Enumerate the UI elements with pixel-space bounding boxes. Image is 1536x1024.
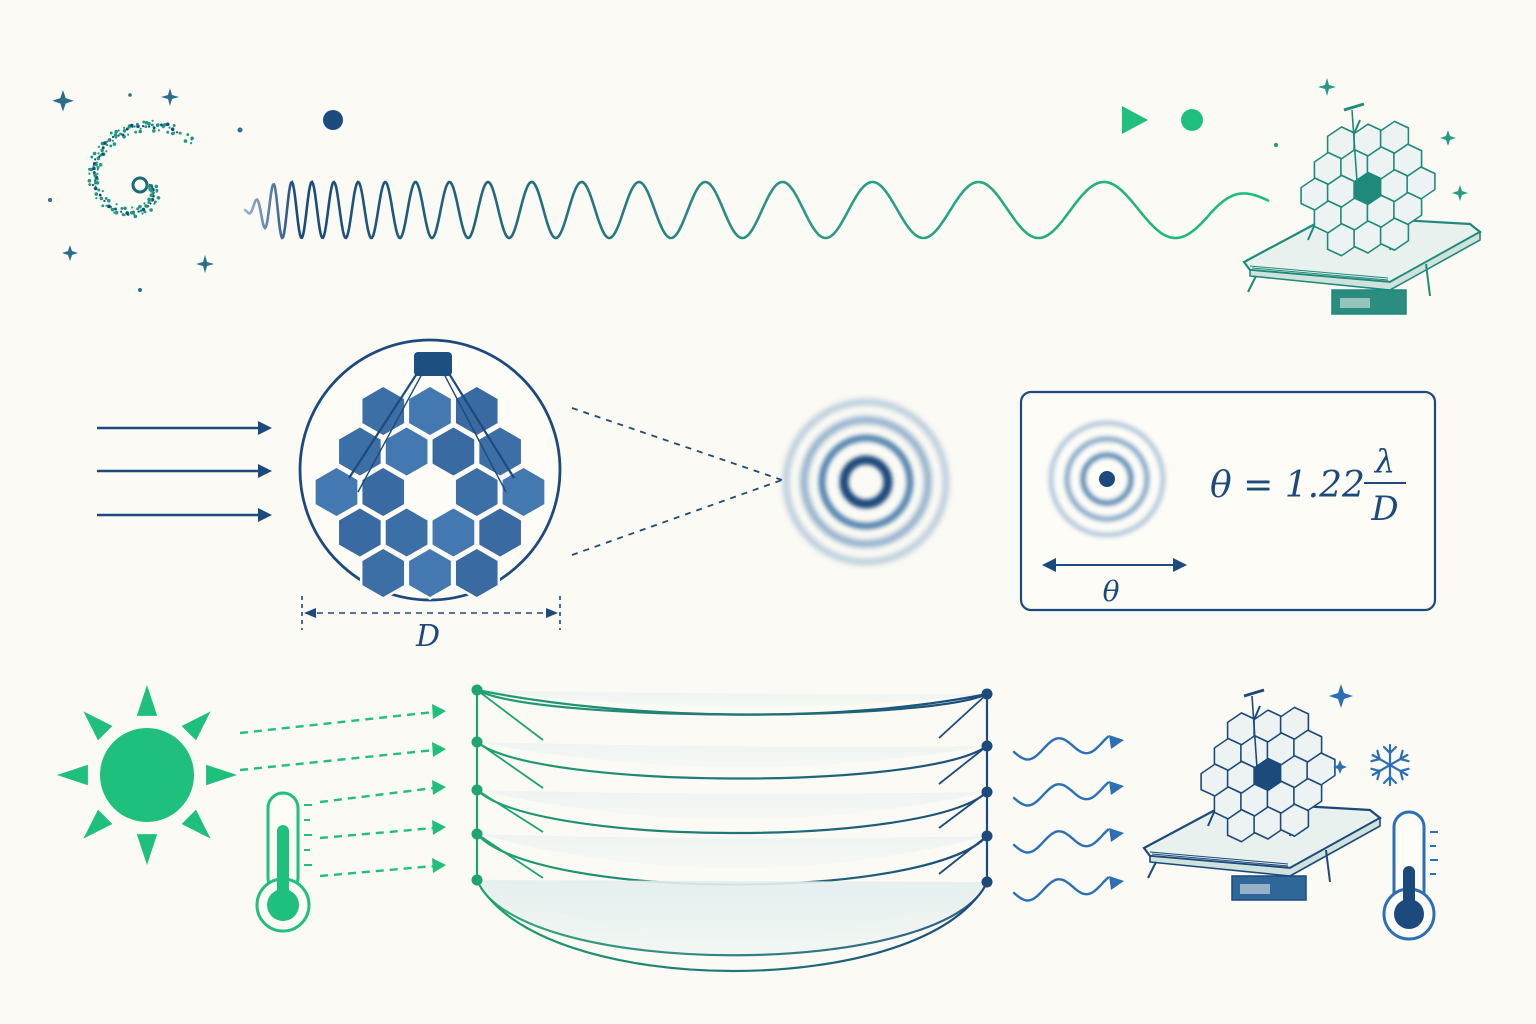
sparkle-icon	[1329, 684, 1353, 774]
primary-mirror	[298, 338, 562, 602]
small-airy-disk	[1048, 420, 1166, 538]
sunshield-layers	[471, 684, 993, 973]
formula-lhs: θ = 1.22	[1210, 465, 1365, 506]
galaxy-icon	[87, 119, 194, 219]
sparkle-icon	[48, 88, 243, 292]
redshifted-light-wave	[243, 180, 1270, 240]
sparkle-icon	[1273, 78, 1468, 201]
redshift-arrow	[323, 106, 1203, 134]
airy-disk-pattern	[783, 399, 949, 565]
incoming-light-arrows	[97, 421, 272, 522]
sun-icon	[57, 685, 237, 865]
formula-numerator: λ	[1373, 442, 1395, 480]
heat-arrows	[239, 710, 435, 878]
thermometer-cold-icon	[1382, 810, 1438, 941]
resolution-formula-box: θ θ = 1.22 λ D	[1019, 390, 1437, 612]
telescope-icon	[1242, 102, 1482, 315]
telescope-icon	[1142, 688, 1382, 901]
heat-arrowheads	[432, 704, 446, 873]
angle-label: θ	[1103, 575, 1120, 608]
formula-denominator: D	[1370, 489, 1398, 529]
focus-cone	[571, 407, 783, 556]
diameter-dimension: D	[301, 596, 561, 654]
diameter-label: D	[415, 619, 440, 654]
cool-radiation-waves	[1012, 735, 1124, 902]
snowflake-icon	[1368, 743, 1412, 787]
thermometer-hot-icon	[255, 791, 312, 933]
